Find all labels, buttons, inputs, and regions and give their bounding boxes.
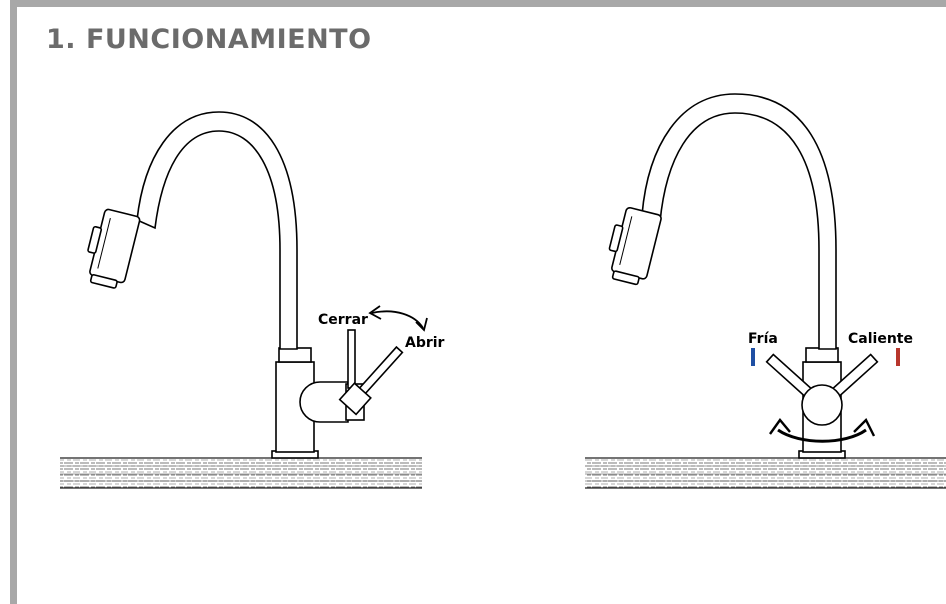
- rotate-arrow-icon: [368, 305, 428, 332]
- countertop-left: [60, 457, 422, 489]
- spray-head-right: [608, 206, 662, 286]
- section-title: 1. FUNCIONAMIENTO: [46, 24, 372, 55]
- faucet-single-lever: [60, 111, 422, 489]
- collar-right: [805, 347, 839, 363]
- gooseneck-spout-right: [641, 93, 837, 350]
- swivel-arrow-icon: [769, 417, 876, 443]
- spray-head-left: [87, 208, 141, 289]
- label-close: Cerrar: [318, 312, 368, 328]
- handle-housing-left: [299, 381, 349, 423]
- label-open: Abrir: [405, 335, 445, 351]
- collar-left: [278, 347, 312, 363]
- label-hot: Caliente: [848, 331, 913, 347]
- lever-open-position: [338, 345, 404, 416]
- gooseneck-spout-left: [136, 111, 298, 350]
- cold-indicator-mark: [751, 348, 755, 366]
- frame-left-border: [10, 0, 17, 604]
- label-cold: Fría: [748, 331, 778, 347]
- handle-hub: [801, 384, 843, 426]
- faucet-two-handle: [585, 93, 946, 489]
- frame-top-border: [10, 0, 946, 7]
- lever-closed-position: [347, 329, 356, 389]
- hot-indicator-mark: [896, 348, 900, 366]
- countertop-right: [585, 457, 946, 489]
